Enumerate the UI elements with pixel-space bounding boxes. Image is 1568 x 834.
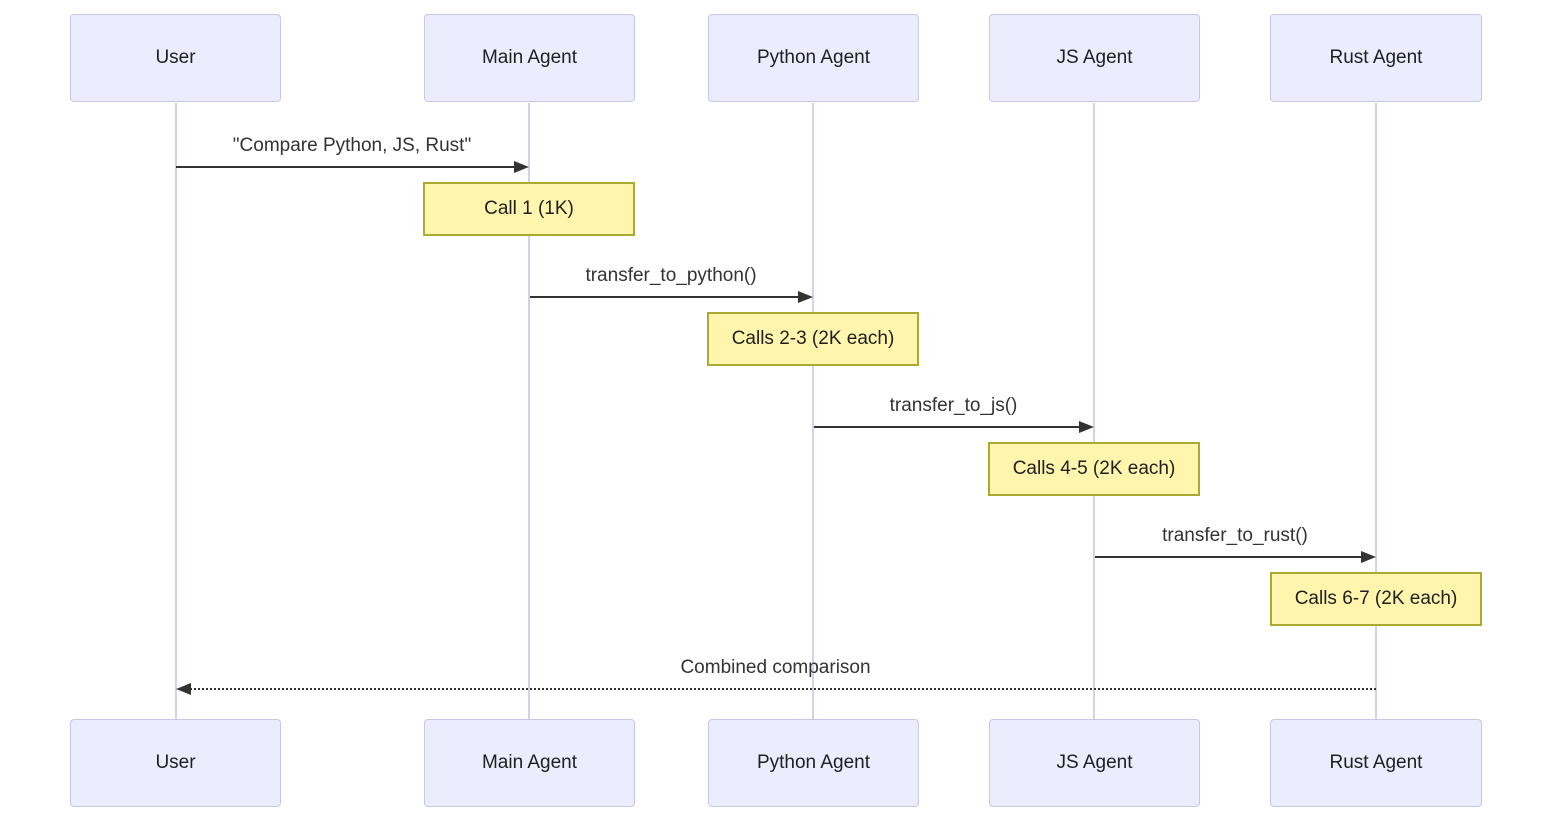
lifeline-main-agent [528,103,530,720]
lifeline-user [175,103,177,720]
message-label-transfer-to-python: transfer_to_python() [585,265,757,286]
message-label-transfer-to-js: transfer_to_js() [889,395,1018,416]
arrowhead-left-icon [176,683,191,695]
note-call-1: Call 1 (1K) [423,182,635,236]
message-arrow-compare-request [176,166,515,168]
message-arrow-transfer-to-rust [1095,556,1361,558]
actor-top-js-agent: JS Agent [989,14,1200,102]
arrowhead-right-icon [514,161,529,173]
arrowhead-right-icon [798,291,813,303]
arrowhead-right-icon [1079,421,1094,433]
message-label-transfer-to-rust: transfer_to_rust() [1162,525,1308,546]
actor-bottom-user: User [70,719,281,807]
message-label-combined-comparison: Combined comparison [680,657,871,678]
actor-bottom-main-agent: Main Agent [424,719,635,807]
note-calls-2-3: Calls 2-3 (2K each) [707,312,919,366]
message-arrow-transfer-to-js [814,426,1079,428]
lifeline-rust-agent [1375,103,1377,720]
actor-top-user: User [70,14,281,102]
actor-bottom-rust-agent: Rust Agent [1270,719,1482,807]
actor-top-main-agent: Main Agent [424,14,635,102]
arrowhead-right-icon [1361,551,1376,563]
actor-top-rust-agent: Rust Agent [1270,14,1482,102]
lifeline-js-agent [1093,103,1095,720]
actor-bottom-python-agent: Python Agent [708,719,919,807]
actor-bottom-js-agent: JS Agent [989,719,1200,807]
message-label-compare-request: "Compare Python, JS, Rust" [232,135,472,156]
note-calls-4-5: Calls 4-5 (2K each) [988,442,1200,496]
actor-top-python-agent: Python Agent [708,14,919,102]
note-calls-6-7: Calls 6-7 (2K each) [1270,572,1482,626]
message-arrow-transfer-to-python [530,296,798,298]
lifeline-python-agent [812,103,814,720]
message-arrow-combined-comparison [190,688,1376,690]
